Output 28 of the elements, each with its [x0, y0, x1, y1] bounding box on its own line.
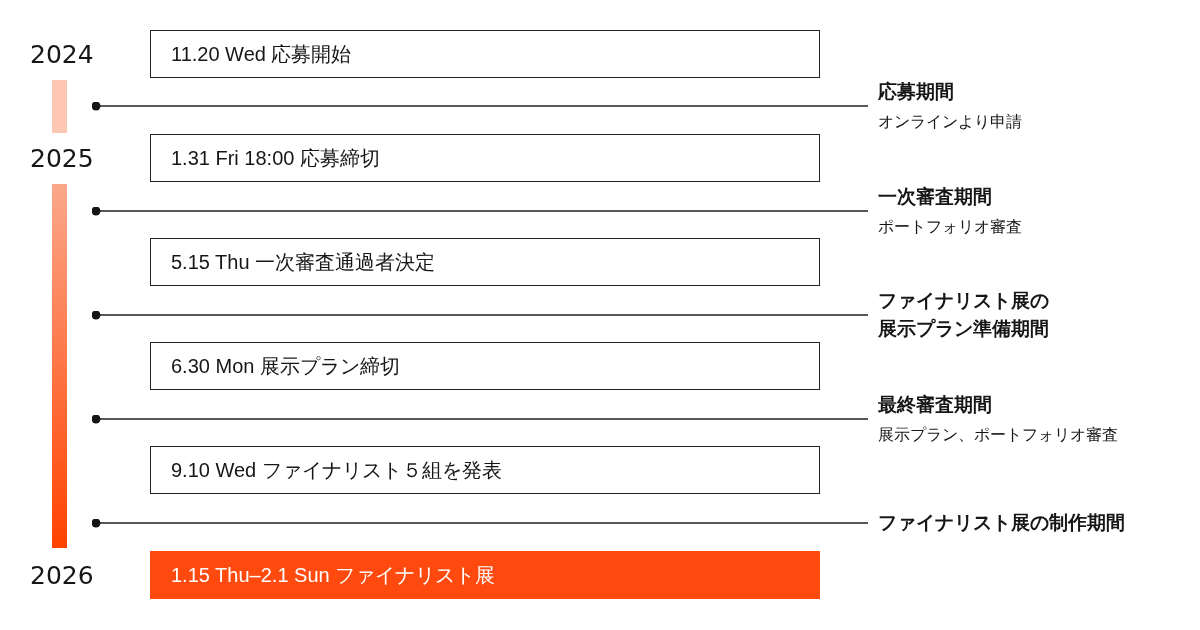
milestone-text: 9.10 Wed ファイナリスト５組を発表: [171, 458, 502, 483]
milestone-text: 5.15 Thu 一次審査通過者決定: [171, 250, 436, 275]
period-title: 最終審査期間: [878, 393, 993, 417]
milestone-box: [150, 342, 820, 390]
period-title: ファイナリスト展の制作期間: [878, 511, 1126, 535]
milestone-box: [150, 30, 820, 78]
milestone-box: [150, 446, 820, 494]
period-note: ポートフォリオ審査: [878, 217, 1023, 237]
timeline-line: [91, 518, 869, 528]
period-note: 展示プラン、ポートフォリオ審査: [878, 425, 1119, 445]
year-label: 2026: [30, 561, 94, 591]
milestone-text: 6.30 Mon 展示プラン締切: [171, 354, 400, 379]
timeline-line: [91, 310, 869, 320]
timeline-line: [91, 206, 869, 216]
exhibition-box: [150, 551, 820, 599]
milestone-box: [150, 238, 820, 286]
exhibition-text: 1.15 Thu–2.1 Sun ファイナリスト展: [171, 563, 496, 588]
year-label: 2024: [30, 40, 94, 70]
milestone-box: [150, 134, 820, 182]
timeline-line: [91, 414, 869, 424]
period-title: ファイナリスト展の展示プラン準備期間: [878, 289, 1050, 341]
milestone-text: 1.31 Fri 18:00 応募締切: [171, 146, 380, 171]
timeline-line: [91, 101, 869, 111]
period-title: 一次審査期間: [878, 185, 993, 209]
period-title: 応募期間: [878, 80, 955, 104]
year-label: 2025: [30, 144, 94, 174]
milestone-text: 11.20 Wed 応募開始: [171, 42, 352, 67]
period-note: オンラインより申請: [878, 112, 1023, 132]
